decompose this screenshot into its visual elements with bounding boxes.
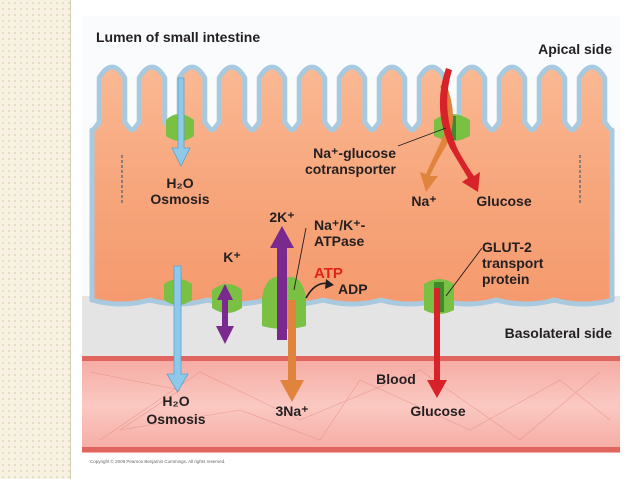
basolateral-side-label: Basolateral side [505,325,613,341]
glucose-arrow-blood [427,288,447,398]
potassium-label: K⁺ [223,249,241,265]
osmosis-label-apical: Osmosis [150,191,209,207]
atp-label: ATP [314,265,343,282]
leader-lines [293,127,483,297]
water-label-apical: H₂O [166,175,193,191]
two-k-arrow [270,226,294,340]
epithelial-cell [89,64,615,307]
apical-side-label: Apical side [538,41,612,57]
cotransporter-label-line2: cotransporter [305,161,397,177]
vessel-wall-bottom [82,447,620,452]
sodium-label-apical: Na⁺ [411,193,436,209]
potassium-arrow-down [216,300,234,344]
three-na-label: 3Na⁺ [275,403,308,419]
glut2-label-line3: protein [482,271,529,287]
glucose-label-apical: Glucose [476,193,531,209]
atpase-label-line2: ATPase [314,233,365,249]
water-arrow-basolateral [166,265,189,393]
atpase-label-line1: Na⁺/K⁺- [314,217,366,233]
osmosis-label-blood: Osmosis [146,411,205,427]
cotransporter-label-line1: Na⁺-glucose [313,145,396,161]
glucose-arrow-apical [439,68,480,192]
water-label-blood: H₂O [162,393,189,409]
copyright-text: Copyright © 2009 Pearson Benjamin Cummin… [90,459,226,464]
three-na-arrow [280,300,304,402]
vessel-wall-top [82,356,620,361]
blood-label: Blood [376,371,416,387]
glut2-label-line1: GLUT-2 [482,239,532,255]
water-arrow-apical [171,77,191,167]
two-k-label: 2K⁺ [269,209,294,225]
vessel-texture [89,369,611,441]
tight-junctions [121,155,581,205]
transport-arrows [166,68,480,402]
glucose-label-blood: Glucose [410,403,465,419]
glut2-label-line2: transport [482,255,544,271]
lumen-label: Lumen of small intestine [96,29,260,45]
decorative-divider [70,0,71,479]
adp-label: ADP [338,281,368,297]
decorative-side-strip [0,0,70,479]
